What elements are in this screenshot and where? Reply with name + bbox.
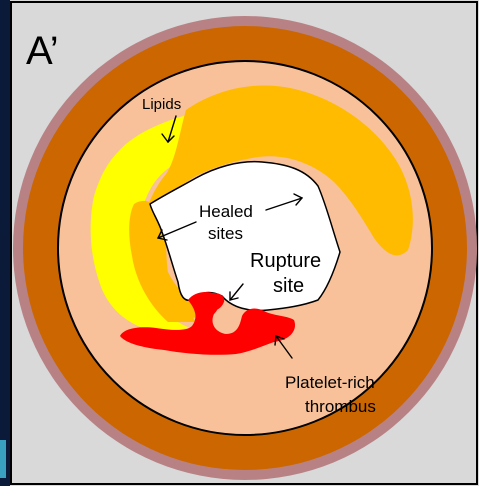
label-platelet-line2: thrombus	[305, 397, 376, 416]
label-platelet-line1: Platelet-rich	[285, 373, 375, 392]
panel-label: A’	[26, 29, 59, 73]
label-healed-line1: Healed	[199, 202, 253, 221]
left-dark-strip	[0, 0, 10, 486]
label-rupture-line1: Rupture	[250, 250, 321, 272]
label-lipids: Lipids	[142, 96, 181, 113]
corner-accent	[0, 440, 6, 478]
label-healed-line2: sites	[208, 224, 243, 243]
label-rupture-line2: site	[273, 275, 304, 297]
